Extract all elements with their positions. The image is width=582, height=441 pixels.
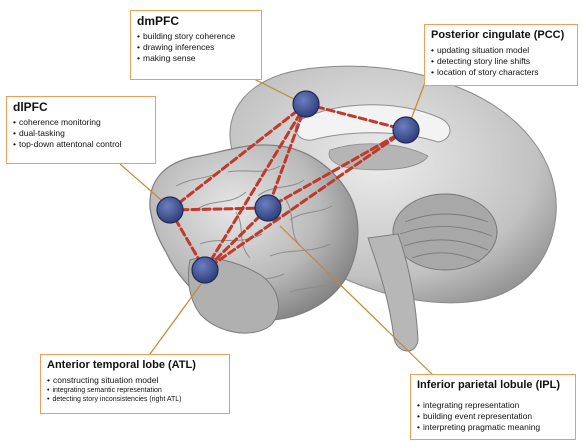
dlpfc-item: •dual-tasking xyxy=(13,128,149,139)
dlpfc-title: dlPFC xyxy=(13,100,149,114)
dlpfc-item: •coherence monitoring xyxy=(13,117,149,128)
ipl-item: •building event representation xyxy=(417,411,569,422)
cerebellum xyxy=(393,194,497,270)
dmpfc-item: •making sense xyxy=(137,53,255,64)
node-ipl xyxy=(255,195,281,221)
dmpfc-item: •drawing inferences xyxy=(137,42,255,53)
atl-item: •detecting story inconsistencies (right … xyxy=(47,395,223,404)
node-dlpfc xyxy=(157,197,183,223)
ipl-item: •interpreting pragmatic meaning xyxy=(417,422,569,433)
node-dmpfc xyxy=(293,91,319,117)
atl-title: Anterior temporal lobe (ATL) xyxy=(47,358,223,372)
node-pcc xyxy=(393,117,419,143)
ipl-item: •integrating representation xyxy=(417,400,569,411)
link-dlpfc-ipl xyxy=(170,208,268,210)
atl-item: •integrating semantic representation xyxy=(47,386,223,395)
dlpfc-item: •top-down attentonal control xyxy=(13,139,149,150)
ipl-title: Inferior parietal lobule (IPL) xyxy=(417,378,569,392)
dmpfc-title: dmPFC xyxy=(137,14,255,28)
pcc-item: •updating situation model xyxy=(431,45,571,56)
pcc-box: Posterior cingulate (PCC) •updating situ… xyxy=(424,24,578,86)
dmpfc-item: •building story coherence xyxy=(137,31,255,42)
pcc-item: •location of story characters xyxy=(431,67,571,78)
dlpfc-box: dlPFC •coherence monitoring •dual-taskin… xyxy=(6,96,156,164)
atl-box: Anterior temporal lobe (ATL) •constructi… xyxy=(40,354,230,414)
pcc-item: •detecting story line shifts xyxy=(431,56,571,67)
pcc-title: Posterior cingulate (PCC) xyxy=(431,28,571,42)
connector-atl xyxy=(150,280,204,354)
ipl-box: Inferior parietal lobule (IPL) •integrat… xyxy=(410,374,576,440)
dmpfc-box: dmPFC •building story coherence •drawing… xyxy=(130,10,262,80)
atl-item: •constructing situation model xyxy=(47,375,223,386)
node-atl xyxy=(192,257,218,283)
